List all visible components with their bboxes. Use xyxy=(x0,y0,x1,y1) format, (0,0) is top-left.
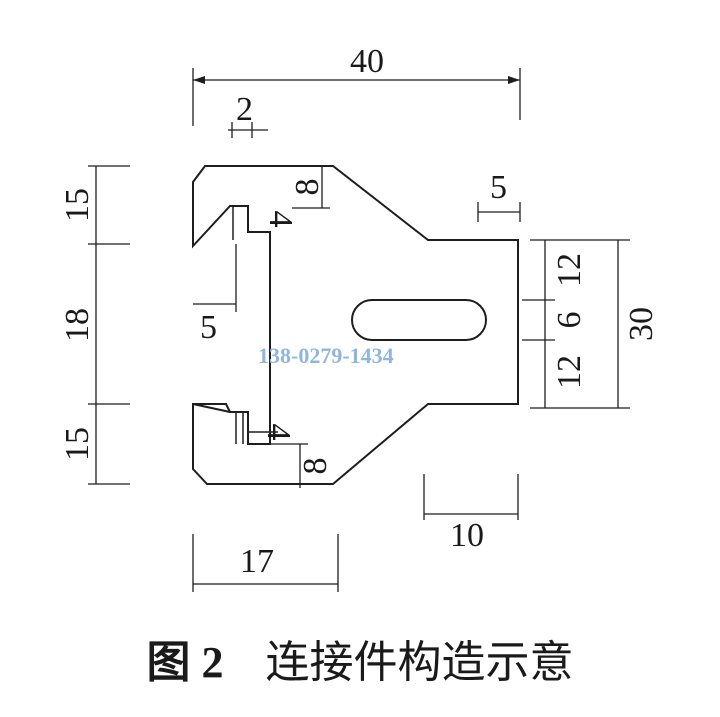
dim-label-left-bottom: 15 xyxy=(59,427,96,461)
lip-slope xyxy=(192,403,231,413)
dim-label-bottom-width: 17 xyxy=(240,543,274,580)
watermark: 138-0279-1434 xyxy=(258,343,394,368)
dim-label-left-middle: 18 xyxy=(59,308,96,342)
dim-label-slot-lower: 12 xyxy=(551,355,588,389)
dim-label-left-top: 15 xyxy=(59,188,96,222)
dim-label-tab-bottom: 10 xyxy=(450,517,484,554)
dim-label-overall-width: 40 xyxy=(350,43,384,80)
dim-label-notch-top: 8 xyxy=(289,179,326,196)
connector-outline xyxy=(192,165,519,485)
arrowhead xyxy=(508,76,520,84)
dim-label-lip-bottom: 4 xyxy=(260,424,297,441)
slot xyxy=(351,299,487,341)
dim-label-total-right: 30 xyxy=(623,307,660,341)
figure-label: 图 2 xyxy=(146,638,224,687)
dim-label-flange-thickness: 2 xyxy=(236,91,253,128)
dim-label-notch-width: 5 xyxy=(200,309,217,346)
dim-label-notch-bottom: 8 xyxy=(297,458,334,475)
dim-label-slot-middle: 6 xyxy=(551,312,588,329)
figure-title: 连接件构造示意 xyxy=(265,637,574,688)
dim-label-lip-top: 4 xyxy=(262,211,299,228)
arrowhead xyxy=(193,76,205,84)
figure-caption: 图 2 连接件构造示意 xyxy=(0,628,720,698)
dim-label-slot-upper: 12 xyxy=(551,253,588,287)
dim-label-tab-top: 5 xyxy=(490,169,507,206)
